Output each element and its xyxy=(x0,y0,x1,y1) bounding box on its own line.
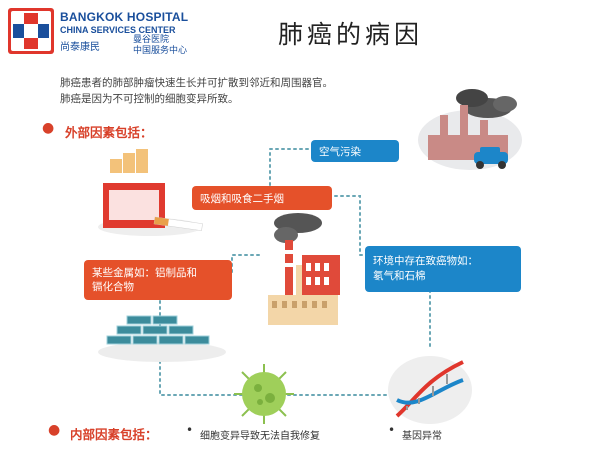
internal-item-dot-1: • xyxy=(186,423,194,437)
virus-cell-illustration xyxy=(234,364,294,424)
page-title: 肺癌的病因 xyxy=(278,20,424,49)
logo-subtitle-cn-line1: 曼谷医院 xyxy=(133,35,170,45)
logo-subtitle-cn: 曼谷医院 中国服务中心 xyxy=(133,35,187,57)
metals-text-line1: 某些金属如：铝制品和 xyxy=(92,267,197,279)
cigarette-pack-illustration xyxy=(98,149,203,236)
logo-name-en: BANGKOK HOSPITAL xyxy=(60,10,189,24)
internal-factors-heading: 内部因素包括： xyxy=(70,427,158,442)
logo-subtitle-cn-line2: 中国服务中心 xyxy=(133,46,188,56)
environment-text-line2: 氡气和石棉 xyxy=(373,270,426,282)
intro-text: 肺癌患者的肺部肿瘤快速生长并可扩散到邻近和周围器官。 肺癌是因为不可控制的细胞变… xyxy=(60,75,333,107)
metal-bars-illustration xyxy=(98,315,226,362)
internal-bullet-icon: ● xyxy=(48,422,61,438)
intro-line-2: 肺癌是因为不可控制的细胞变异所致。 xyxy=(60,93,239,105)
factory-pollution-illustration xyxy=(418,89,522,170)
logo-name-cn: 尚泰康民 xyxy=(60,42,100,53)
external-bullet-icon: ● xyxy=(42,120,55,136)
factory-illustration xyxy=(268,213,340,325)
environment-label: 环境中存在致癌物如： 氡气和石棉 xyxy=(365,246,521,292)
external-factors-heading: 外部因素包括： xyxy=(65,125,153,140)
dna-helix-illustration xyxy=(388,356,472,424)
intro-line-1: 肺癌患者的肺部肿瘤快速生长并可扩散到邻近和周围器官。 xyxy=(60,77,333,89)
hospital-cross-icon xyxy=(8,8,54,54)
air-pollution-label: 空气污染 xyxy=(311,140,399,162)
hospital-logo: BANGKOK HOSPITAL CHINA SERVICES CENTER 尚… xyxy=(8,8,208,56)
smoking-text: 吸烟和吸食二手烟 xyxy=(200,192,284,205)
smoking-label: 吸烟和吸食二手烟 xyxy=(192,186,332,210)
gene-abnormality-text: 基因异常 xyxy=(402,431,442,442)
cell-mutation-text: 细胞变异导致无法自我修复 xyxy=(200,431,320,442)
metals-text-line2: 镉化合物 xyxy=(92,281,134,293)
environment-text-line1: 环境中存在致癌物如： xyxy=(373,255,478,267)
internal-item-dot-2: • xyxy=(388,423,396,437)
metals-label: 某些金属如：铝制品和 镉化合物 xyxy=(84,260,232,300)
logo-subtitle-en: CHINA SERVICES CENTER xyxy=(60,25,176,35)
air-pollution-text: 空气污染 xyxy=(319,145,361,158)
